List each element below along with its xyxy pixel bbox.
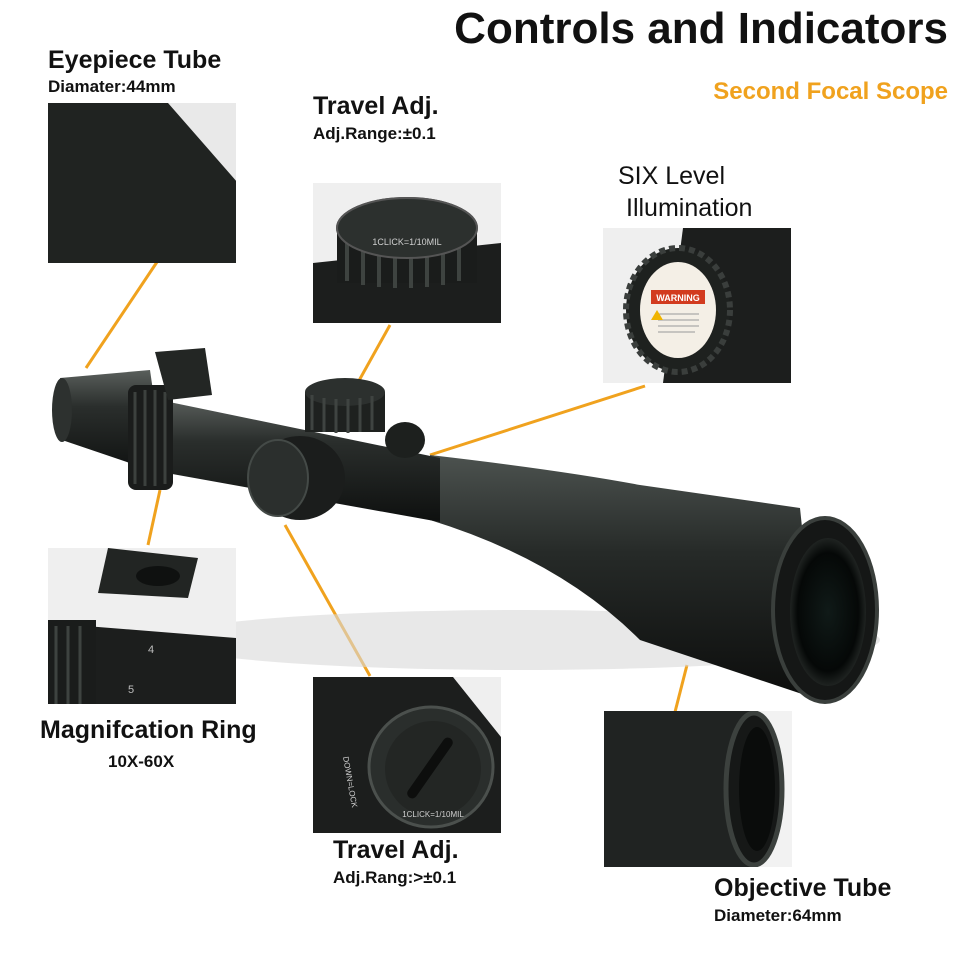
leader-illumination bbox=[429, 384, 646, 457]
eyepiece-title: Eyepiece Tube bbox=[48, 46, 222, 74]
page-title: Controls and Indicators bbox=[454, 4, 948, 53]
mag-ring-4-text: 4 bbox=[148, 644, 154, 656]
travel-top-title: Travel Adj. bbox=[313, 92, 439, 120]
eyepiece-detail: Diamater:44mm bbox=[48, 77, 176, 96]
turret-side-click-text: 1CLICK=1/10MIL bbox=[402, 810, 464, 819]
objective-lens bbox=[790, 538, 866, 686]
leader-travel-top bbox=[354, 324, 392, 387]
illumination-title-line1: SIX Level bbox=[618, 162, 726, 190]
magnification-ring-shape bbox=[128, 385, 173, 490]
objective-bell bbox=[430, 455, 820, 700]
side-turret-cap bbox=[247, 439, 309, 517]
objective-title: Objective Tube bbox=[714, 874, 892, 902]
objective-detail: Diameter:64mm bbox=[714, 906, 842, 925]
magnification-detail: 10X-60X bbox=[108, 752, 175, 771]
travel-bottom-title: Travel Adj. bbox=[333, 836, 459, 864]
throw-lever bbox=[155, 348, 212, 400]
objective-photo bbox=[604, 711, 792, 867]
eyepiece-photo bbox=[48, 103, 236, 263]
illumination-photo: WARNING bbox=[603, 228, 791, 383]
travel-top-photo: 1CLICK=1/10MIL bbox=[313, 183, 501, 323]
illumination-knob bbox=[385, 422, 425, 458]
mag-ring-5-text: 5 bbox=[128, 684, 134, 696]
page-subtitle: Second Focal Scope bbox=[713, 78, 948, 105]
magnification-title: Magnifcation Ring bbox=[40, 716, 257, 744]
warning-label-text: WARNING bbox=[656, 293, 700, 303]
leader-eyepiece bbox=[84, 261, 159, 369]
travel-top-detail: Adj.Range:±0.1 bbox=[313, 124, 436, 143]
magnification-photo: 4 5 bbox=[48, 548, 236, 704]
leader-magnification bbox=[146, 489, 162, 546]
turret-top-click-text: 1CLICK=1/10MIL bbox=[372, 237, 441, 247]
illumination-title-line2: Illumination bbox=[626, 194, 753, 222]
eyepiece-end bbox=[52, 378, 72, 442]
travel-bottom-detail: Adj.Rang:>±0.1 bbox=[333, 868, 457, 887]
travel-bottom-photo: 1CLICK=1/10MIL DOWN=LOCK bbox=[313, 677, 501, 833]
leader-objective bbox=[673, 664, 689, 713]
